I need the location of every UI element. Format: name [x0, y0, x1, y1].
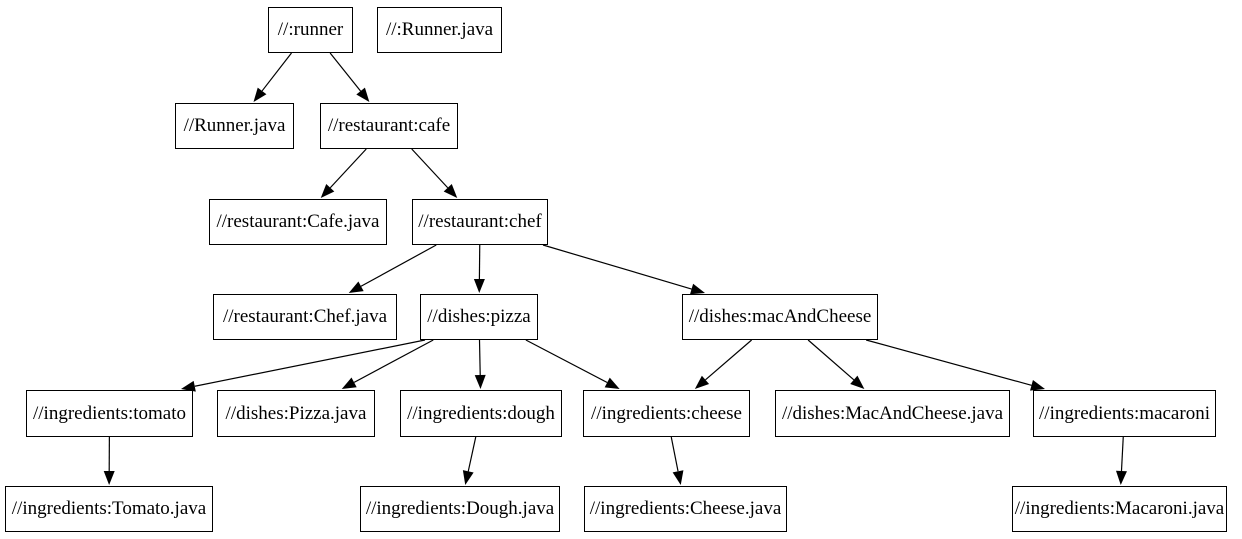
graph-edge-cafe-to-chef — [411, 148, 449, 189]
graph-edge-mac-and-cheese-to-macaroni — [865, 339, 1032, 386]
graph-node-cafe-java: //restaurant:Cafe.java — [209, 199, 387, 245]
graph-node-mac-and-cheese-java: //dishes:MacAndCheese.java — [775, 390, 1010, 437]
node-label: //ingredients:Dough.java — [365, 498, 555, 519]
arrowhead-icon — [690, 283, 705, 295]
arrowhead-icon — [850, 375, 865, 389]
graph-edge-macaroni-to-macaroni-java — [1120, 436, 1124, 472]
node-label: //:runner — [277, 19, 344, 40]
graph-node-cafe: //restaurant:cafe — [320, 103, 458, 149]
graph-edge-chef-to-chef-java — [360, 244, 437, 287]
graph-node-tomato: //ingredients:tomato — [26, 390, 193, 437]
node-label: //ingredients:tomato — [32, 402, 187, 424]
graph-node-chef: //restaurant:chef — [412, 199, 548, 245]
arrowhead-icon — [348, 281, 364, 293]
arrowhead-icon — [474, 374, 486, 389]
graph-edge-cafe-to-cafe-java — [329, 148, 367, 189]
graph-node-chef-java: //restaurant:Chef.java — [213, 294, 397, 340]
node-label: //ingredients:Tomato.java — [11, 498, 207, 519]
graph-edge-chef-to-mac-and-cheese — [542, 244, 692, 290]
arrowhead-icon — [604, 377, 620, 389]
graph-edge-pizza-to-cheese — [525, 339, 608, 384]
node-label: //restaurant:cafe — [327, 115, 451, 136]
arrowhead-icon — [443, 183, 458, 198]
graph-edge-cheese-to-cheese-java — [670, 436, 679, 472]
graph-edge-runner-to-runner-java — [261, 52, 292, 92]
node-label: //dishes:MacAndCheese.java — [781, 402, 1004, 424]
arrowhead-icon — [356, 87, 370, 102]
arrowhead-icon — [1030, 379, 1045, 391]
node-label: //ingredients:dough — [407, 402, 555, 424]
graph-edge-mac-and-cheese-to-cheese — [705, 339, 753, 381]
node-label: //:Runner.java — [385, 19, 494, 40]
graph-edge-mac-and-cheese-to-mac-and-cheese-java — [807, 339, 855, 381]
graph-node-runner: //:runner — [268, 7, 353, 53]
graph-node-runner-java: //Runner.java — [175, 103, 294, 149]
arrowhead-icon — [253, 87, 267, 102]
node-label: //restaurant:chef — [418, 211, 542, 232]
node-label: //ingredients:Macaroni.java — [1014, 498, 1225, 519]
graph-edge-pizza-to-pizza-java — [353, 339, 434, 383]
graph-node-macaroni-java: //ingredients:Macaroni.java — [1012, 486, 1227, 532]
graph-node-cheese: //ingredients:cheese — [583, 390, 750, 437]
node-label: //ingredients:cheese — [591, 402, 742, 424]
graph-node-pizza: //dishes:pizza — [420, 294, 538, 340]
graph-node-macaroni: //ingredients:macaroni — [1033, 390, 1216, 437]
arrowhead-icon — [473, 278, 485, 293]
graph-node-runner-java-top: //:Runner.java — [377, 7, 502, 53]
graph-edge-pizza-to-tomato — [194, 339, 426, 387]
graph-node-dough-java: //ingredients:Dough.java — [360, 486, 560, 532]
arrowhead-icon — [1115, 470, 1127, 485]
graph-edge-dough-to-dough-java — [467, 436, 477, 472]
graph-node-dough: //ingredients:dough — [400, 390, 562, 437]
node-label: //ingredients:Cheese.java — [589, 498, 782, 519]
node-label: //dishes:macAndCheese — [688, 306, 872, 327]
graph-edge-pizza-to-dough — [478, 339, 481, 376]
arrowhead-icon — [462, 470, 474, 485]
node-label: //restaurant:Cafe.java — [216, 211, 380, 232]
graph-node-mac-and-cheese: //dishes:macAndCheese — [682, 294, 878, 340]
graph-node-pizza-java: //dishes:Pizza.java — [217, 390, 375, 437]
graph-edge-runner-to-cafe — [329, 52, 362, 92]
arrowhead-icon — [341, 377, 357, 389]
arrowhead-icon — [103, 470, 115, 485]
arrowhead-icon — [181, 380, 196, 392]
graph-node-cheese-java: //ingredients:Cheese.java — [584, 486, 787, 532]
arrowhead-icon — [694, 375, 710, 389]
node-label: //dishes:pizza — [427, 306, 531, 327]
arrowhead-icon — [320, 183, 335, 198]
node-label: //ingredients:macaroni — [1039, 402, 1210, 424]
node-label: //dishes:Pizza.java — [225, 402, 367, 424]
node-label: //restaurant:Chef.java — [222, 306, 388, 327]
node-label: //Runner.java — [183, 115, 286, 136]
arrowhead-icon — [672, 470, 684, 485]
graph-node-tomato-java: //ingredients:Tomato.java — [5, 486, 213, 532]
